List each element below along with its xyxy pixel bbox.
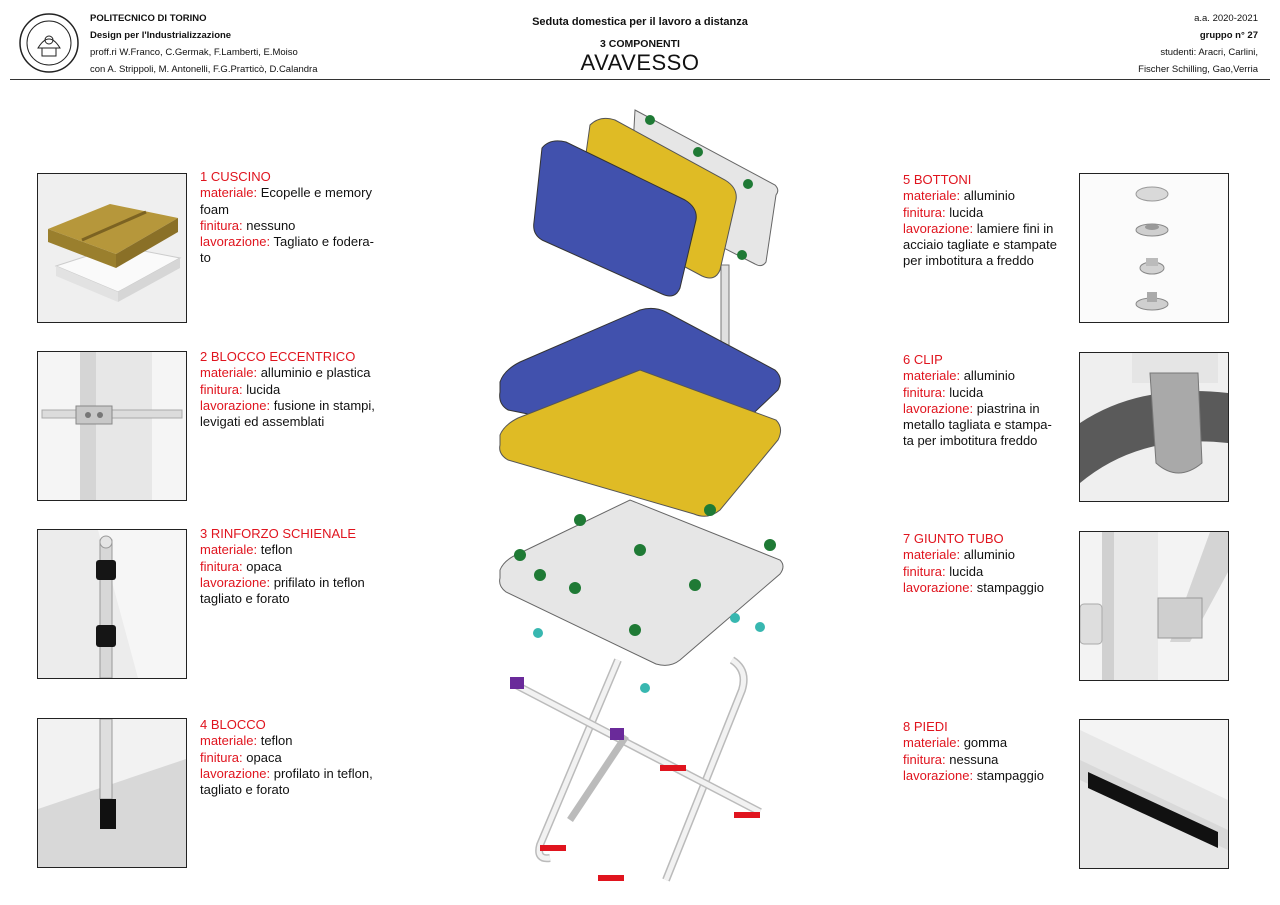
header-divider xyxy=(10,79,1270,80)
clip-image xyxy=(1079,352,1229,502)
component-3-title: 3 RINFORZO SCHIENALE xyxy=(200,526,357,541)
component-8-title: 8 PIEDI xyxy=(903,719,948,734)
header: POLITECNICO DI TORINO Design per l'Indus… xyxy=(0,0,1280,80)
eccentric-block-image xyxy=(37,351,187,501)
component-2-caption: 2 BLOCCO ECCENTRICO materiale: alluminio… xyxy=(200,349,375,430)
page-title: Seduta domestica per il lavoro a distanz… xyxy=(532,16,748,28)
block-image xyxy=(37,718,187,868)
exploded-chair-diagram xyxy=(499,109,784,882)
students-line-2: Fischer Schilling, Gao,Verria xyxy=(1138,64,1258,75)
professors: proff.ri W.Franco, C.Germak, F.Lamberti,… xyxy=(90,47,298,58)
component-1-title: 1 CUSCINO xyxy=(200,169,271,184)
component-3-caption: 3 RINFORZO SCHIENALE materiale: teflon f… xyxy=(200,526,365,607)
course-name: Design per l'Industrializzazione xyxy=(90,30,232,41)
component-5-title: 5 BOTTONI xyxy=(903,172,972,187)
feet-image xyxy=(1079,719,1229,869)
component-4-title: 4 BLOCCO xyxy=(200,717,266,732)
component-6-title: 6 CLIP xyxy=(903,352,943,367)
academic-year: a.a. 2020-2021 xyxy=(1194,13,1258,24)
section-title: 3 COMPONENTI xyxy=(600,38,680,50)
cushion-image xyxy=(37,173,187,323)
component-5-caption: 5 BOTTONI materiale: alluminio finitura:… xyxy=(903,172,1057,269)
group-number: gruppo n° 27 xyxy=(1199,30,1258,41)
component-2-title: 2 BLOCCO ECCENTRICO xyxy=(200,349,356,364)
component-7-caption: 7 GIUNTO TUBO materiale: alluminio finit… xyxy=(903,531,1044,595)
institution-name: POLITECNICO DI TORINO xyxy=(90,13,207,24)
tube-joint-image xyxy=(1079,531,1229,681)
assistants: con A. Strippoli, M. Antonelli, F.G.Prат… xyxy=(90,64,318,75)
university-seal-icon xyxy=(19,13,79,73)
brand-logo: AVAVESSO xyxy=(580,50,700,75)
component-4-caption: 4 BLOCCO materiale: teflon finitura: opa… xyxy=(200,717,373,798)
students-line-1: studenti: Aracri, Carlini, xyxy=(1160,47,1258,58)
component-6-caption: 6 CLIP materiale: alluminio finitura: lu… xyxy=(903,352,1052,449)
component-1-caption: 1 CUSCINO materiale: Ecopelle e memory f… xyxy=(200,169,374,266)
component-8-caption: 8 PIEDI materiale: gomma finitura: nessu… xyxy=(903,719,1044,783)
backrest-reinforcement-image xyxy=(37,529,187,679)
buttons-image xyxy=(1079,173,1229,323)
component-7-title: 7 GIUNTO TUBO xyxy=(903,531,1004,546)
